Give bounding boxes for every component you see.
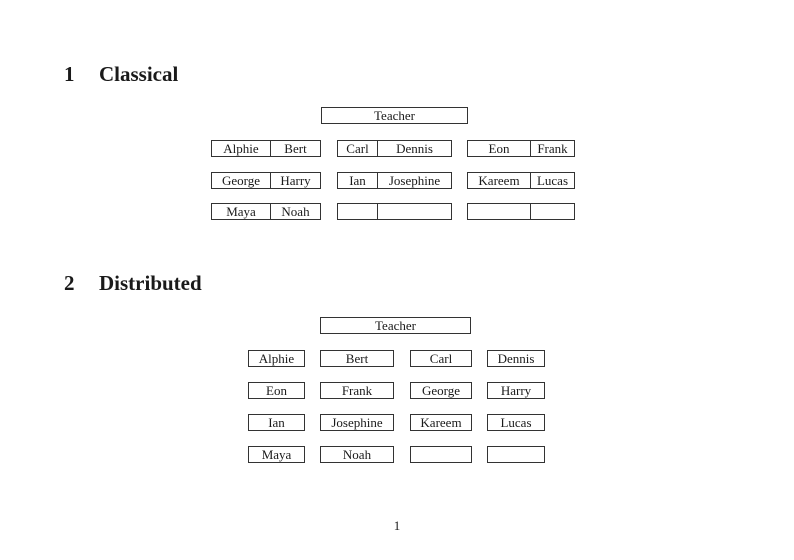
- desk: Alphie Bert: [211, 140, 321, 157]
- desk-box: Eon: [248, 382, 305, 399]
- desk-box: Josephine: [320, 414, 394, 431]
- desk: Kareem Lucas: [467, 172, 575, 189]
- seat-right: [530, 204, 574, 219]
- desk: Ian Josephine: [337, 172, 452, 189]
- desk-box: Kareem: [410, 414, 472, 431]
- desk: Eon Frank: [467, 140, 575, 157]
- desk-box: Dennis: [487, 350, 545, 367]
- page-number: 1: [393, 518, 401, 533]
- section-heading-classical: 1 Classical: [64, 62, 178, 86]
- desk-box: Harry: [487, 382, 545, 399]
- desk-box: Bert: [320, 350, 394, 367]
- desk-box: Lucas: [487, 414, 545, 431]
- desk-box: Frank: [320, 382, 394, 399]
- desk-box: Maya: [248, 446, 305, 463]
- desk-empty: [337, 203, 452, 220]
- seat-right: Dennis: [377, 141, 451, 156]
- desk-box: Ian: [248, 414, 305, 431]
- seat-right: Josephine: [377, 173, 451, 188]
- seat-left: Eon: [488, 141, 510, 156]
- desk: Maya Noah: [211, 203, 321, 220]
- desk-box: George: [410, 382, 472, 399]
- section-number: 1: [64, 62, 75, 86]
- seat-left: Alphie: [223, 141, 259, 156]
- desk-box: Alphie: [248, 350, 305, 367]
- teacher-box: Teacher: [320, 317, 471, 334]
- seat-left: Kareem: [478, 173, 520, 188]
- seat-left: George: [221, 173, 261, 188]
- seat-left: Carl: [346, 141, 369, 156]
- seat-left: [468, 204, 530, 219]
- section-number: 2: [64, 271, 75, 295]
- seat-right: Noah: [270, 204, 320, 219]
- seat-left: [338, 204, 377, 219]
- seat-left: Ian: [349, 173, 366, 188]
- desk-box-empty: [487, 446, 545, 463]
- seat-right: Bert: [270, 141, 320, 156]
- seat-right: Lucas: [530, 173, 574, 188]
- desk: George Harry: [211, 172, 321, 189]
- teacher-box: Teacher: [321, 107, 468, 124]
- section-title: Distributed: [99, 271, 202, 295]
- section-title: Classical: [99, 62, 179, 86]
- desk-empty: [467, 203, 575, 220]
- seat-right: Frank: [530, 141, 574, 156]
- desk: Carl Dennis: [337, 140, 452, 157]
- desk-box: Noah: [320, 446, 394, 463]
- seat-right: [377, 204, 451, 219]
- desk-box-empty: [410, 446, 472, 463]
- desk-box: Carl: [410, 350, 472, 367]
- seat-left: Maya: [226, 204, 256, 219]
- seat-right: Harry: [270, 173, 320, 188]
- section-heading-distributed: 2 Distributed: [64, 271, 202, 295]
